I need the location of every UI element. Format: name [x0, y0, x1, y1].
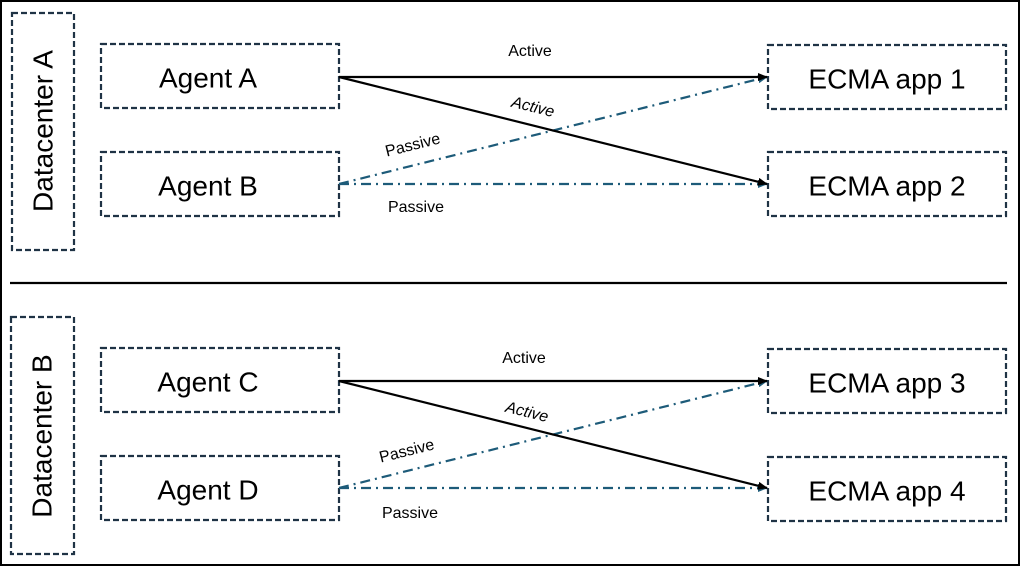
agent-c-label: Agent C: [157, 367, 258, 398]
ecma-app-1-box: [766, 43, 1008, 111]
ecma-app-4-label: ECMA app 4: [808, 476, 965, 507]
ecma-app-3-box: [766, 347, 1008, 415]
ecma-app-3-label: ECMA app 3: [808, 368, 965, 399]
ecma-app-4-box: [766, 455, 1008, 523]
edge-label-c-app4: Active: [503, 399, 550, 426]
edge-label-a-app2: Active: [509, 94, 556, 121]
edge-label-d-app4: Passive: [382, 505, 438, 522]
agent-d-box: [99, 454, 341, 522]
ecma-app-2-label: ECMA app 2: [808, 171, 965, 202]
edge-label-c-app3: Active: [502, 350, 546, 367]
agent-b-box: [99, 150, 341, 218]
datacenter-a-label: Datacenter A: [28, 50, 59, 212]
agent-d-label: Agent D: [157, 475, 258, 506]
ecma-app-2-box: [766, 150, 1008, 218]
arrow-agent-a-to-app-2: [338, 75, 768, 186]
arrow-agent-c-to-app-4: [338, 379, 768, 490]
datacenter-a-box: [10, 11, 76, 252]
edge-label-b-app1: Passive: [384, 130, 443, 160]
edge-label-a-app1: Active: [508, 43, 552, 60]
edge-label-d-app3: Passive: [378, 436, 437, 466]
agent-a-label: Agent A: [159, 63, 257, 94]
ecma-app-1-label: ECMA app 1: [808, 64, 965, 95]
datacenter-b-section: Datacenter B Agent C Agent D ECMA app 3 …: [9, 315, 1008, 556]
datacenter-a-section: Datacenter A Agent A Agent B ECMA app 1 …: [10, 11, 1008, 252]
datacenter-b-box: [9, 315, 76, 556]
edge-label-b-app2: Passive: [388, 199, 444, 216]
datacenter-b-label: Datacenter B: [27, 354, 58, 517]
agent-b-label: Agent B: [158, 171, 258, 202]
agent-c-box: [99, 346, 341, 414]
